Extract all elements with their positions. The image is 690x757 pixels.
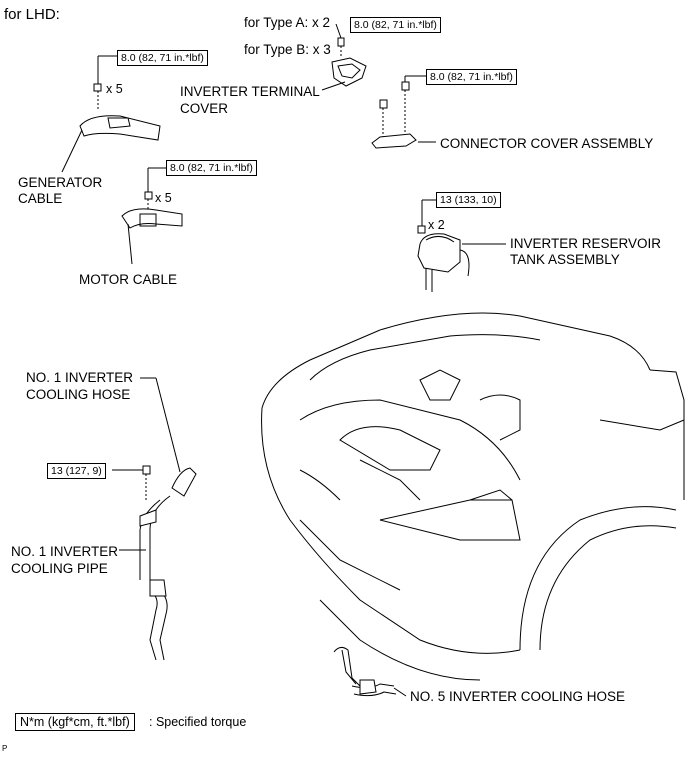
cooling-pipe-1-label-1: NO. 1 INVERTER [11,544,119,559]
generator-cable-art [61,55,161,173]
connector-cover-label: CONNECTOR COVER ASSEMBLY [440,136,654,151]
cooling-pipe-art [112,377,197,661]
torque-box-motor-cable: 8.0 (82, 71 in.*lbf) [166,160,257,176]
cooling-pipe-1-label-2: COOLING PIPE [11,561,108,576]
reservoir-label-2: TANK ASSEMBLY [510,252,620,267]
type-b-label: for Type B: x 3 [244,42,331,57]
cooling-hose-5-label: NO. 5 INVERTER COOLING HOSE [410,689,626,704]
legend-torque-box: N*m (kgf*cm, ft.*lbf) [15,713,135,731]
generator-cable-qty: x 5 [106,82,123,96]
motor-cable-art [121,167,183,265]
cooling-hose-5-art [333,646,407,697]
torque-box-terminal-cover: 8.0 (82, 71 in.*lbf) [350,17,441,33]
cooling-hose-1-label-1: NO. 1 INVERTER [26,370,134,385]
car-outline-art [261,312,685,681]
torque-box-generator-cable: 8.0 (82, 71 in.*lbf) [117,50,208,66]
motor-cable-qty: x 5 [155,191,172,205]
inverter-terminal-cover-label-1: INVERTER TERMINAL [180,84,320,99]
reservoir-label-1: INVERTER RESERVOIR [510,236,662,251]
torque-box-connector-cover: 8.0 (82, 71 in.*lbf) [426,69,517,85]
reservoir-tank-art [417,199,506,292]
type-a-label: for Type A: x 2 [244,15,331,30]
legend-text: : Specified torque [149,715,247,729]
inverter-terminal-cover-label-2: COVER [180,101,229,116]
motor-cable-label: MOTOR CABLE [79,272,178,287]
generator-cable-label-1: GENERATOR [18,175,103,190]
connector-cover-art [371,75,436,149]
corner-mark: P [2,744,8,753]
reservoir-qty: x 2 [428,218,445,232]
torque-box-cooling-pipe: 13 (127, 9) [47,463,106,479]
generator-cable-label-2: CABLE [18,191,63,206]
torque-box-reservoir: 13 (133, 10) [436,192,501,208]
heading: for LHD: [4,6,60,23]
cooling-hose-1-label-2: COOLING HOSE [26,387,131,402]
inverter-terminal-cover-art [321,23,367,91]
